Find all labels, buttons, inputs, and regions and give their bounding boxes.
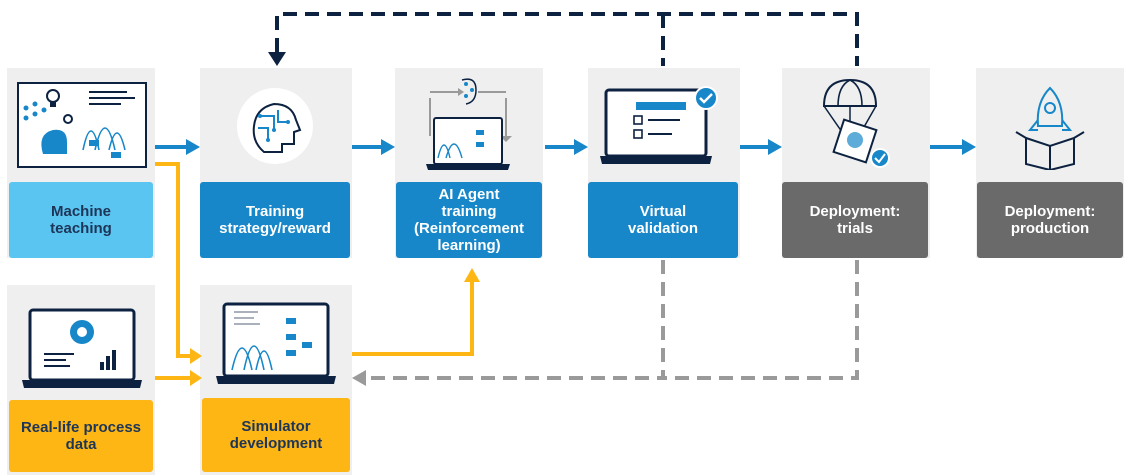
feedback-loop-arrowhead	[268, 52, 286, 66]
laptop-simulation-icon	[216, 302, 336, 384]
label-deployment-trials: Deployment: trials	[782, 182, 928, 258]
label-machine-teaching: Machine teaching	[9, 182, 153, 258]
feedback-loop-top	[275, 12, 859, 66]
parachute-box-icon	[822, 78, 890, 168]
data-flow-arrowheads	[190, 268, 480, 386]
label-ai-agent: AI Agent training (Reinforcement learnin…	[396, 182, 542, 258]
laptop-loop-icon	[426, 78, 512, 170]
feedback-loop-bottom	[366, 260, 859, 380]
main-flow-arrowheads	[186, 139, 976, 155]
laptop-gear-chart-icon	[22, 308, 142, 388]
feedback-loop-bottom-arrowhead	[352, 370, 366, 386]
label-deployment-production: Deployment: production	[977, 182, 1123, 258]
label-virtual-validation: Virtual validation	[588, 182, 738, 258]
label-training-strategy: Training strategy/reward	[200, 182, 350, 258]
data-flow-arrows	[155, 162, 474, 380]
label-simulator-dev: Simulator development	[202, 398, 350, 472]
laptop-checklist-icon	[600, 86, 718, 164]
rocket-box-icon	[1015, 86, 1085, 170]
label-real-life-data: Real-life process data	[9, 400, 153, 472]
brain-chart-icon	[17, 82, 147, 168]
ai-head-icon	[237, 88, 313, 164]
